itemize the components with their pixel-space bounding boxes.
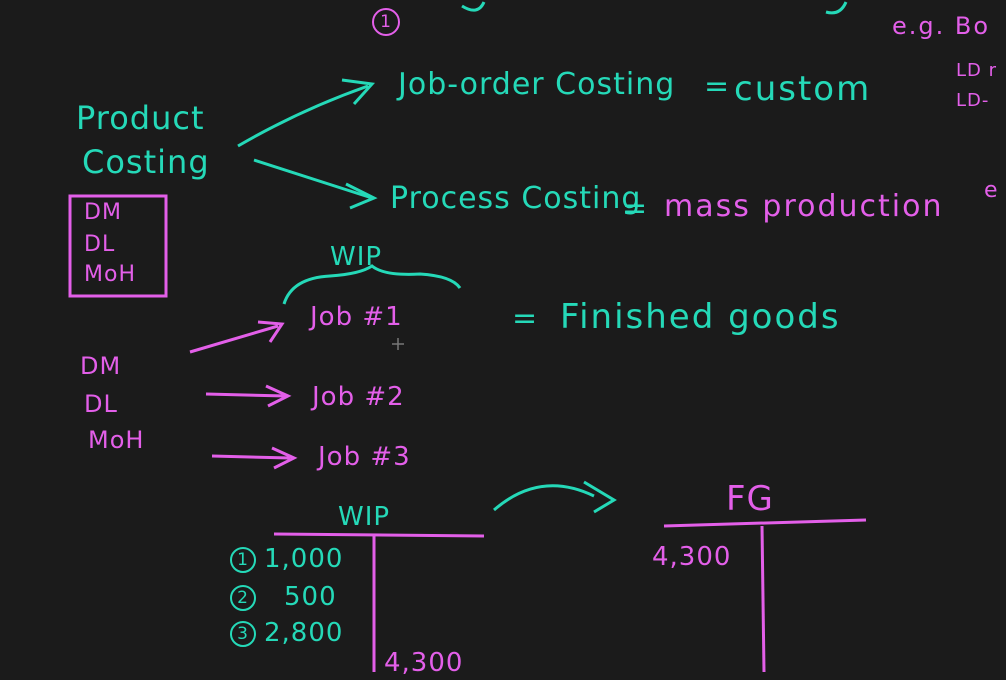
box-dl: DL [84,232,116,257]
fg-t-account-top [663,518,867,528]
arrow-dm-job1 [189,324,279,354]
cost-dm: DM [80,352,122,380]
wip-brace [282,264,462,305]
wip-entry-3: 3 2,800 [230,620,343,647]
job-order-value: custom [734,69,872,109]
fg-debit-amount: 4,300 [652,542,732,572]
top-step-marker: 1 [372,8,408,36]
arrow-dl-job2-head [265,384,292,408]
ld-line-2: LD- [956,90,990,111]
arrow-moh-job3-head [271,446,298,470]
job-1: Job #1 [310,302,403,332]
cost-dl: DL [84,390,118,418]
eg-text: e.g. Bo [892,12,991,40]
job-2: Job #2 [312,382,405,412]
fg-account-title: FG [726,479,774,519]
product-costing-line2: Costing [82,143,210,181]
top-bracket-stroke-2 [825,1,848,15]
arrow-to-process [253,158,373,200]
wip-entry-2-step: 2 [230,584,256,611]
box-dm: DM [84,200,122,225]
top-bracket-stroke-1 [461,1,486,12]
job-3: Job #3 [318,442,411,472]
cost-moh: MoH [88,426,145,454]
costs-box [68,194,168,298]
process-costing-label: Process Costing [390,181,642,216]
wip-entry-2-amount: 500 [284,582,337,612]
job-order-costing-label: Job-order Costing [398,67,676,102]
job1-equals: = [512,301,539,336]
wip-entry-1-step: 1 [230,546,256,573]
e-fragment: e [984,178,999,203]
wip-account-title: WIP [338,502,391,532]
top-step-circle: 1 [372,8,400,36]
product-costing-line1: Product [76,99,205,137]
wip-entry-1-amount: 1,000 [264,544,344,574]
process-equals: = [622,191,649,226]
wip-credit-amount: 4,300 [384,648,464,678]
wip-entry-1: 1 1,000 [230,546,343,573]
wip-entry-3-amount: 2,800 [264,618,344,648]
finished-goods-label: Finished goods [560,297,841,337]
arrow-wip-to-fg-head [583,480,617,514]
fg-t-account-stem [760,525,766,673]
job-order-equals: = [704,69,731,104]
arrow-moh-job3 [211,454,291,460]
wip-t-account-top [273,532,485,538]
wip-brace-label: WIP [330,242,383,272]
box-moh: MoH [84,262,136,287]
arrow-wip-to-fg [493,484,595,512]
process-value: mass production [664,189,944,224]
arrow-dl-job2 [205,392,287,398]
arrow-to-process-head [345,182,378,210]
wip-entry-3-step: 3 [230,620,256,647]
arrow-to-job-order [237,84,369,148]
arrow-dm-job1-head [257,320,285,343]
wip-entry-2: 2 500 [230,584,337,611]
ld-line-1: LD r [956,60,998,81]
arrow-to-job-order-head [341,78,376,106]
cursor-crosshair [392,338,404,350]
